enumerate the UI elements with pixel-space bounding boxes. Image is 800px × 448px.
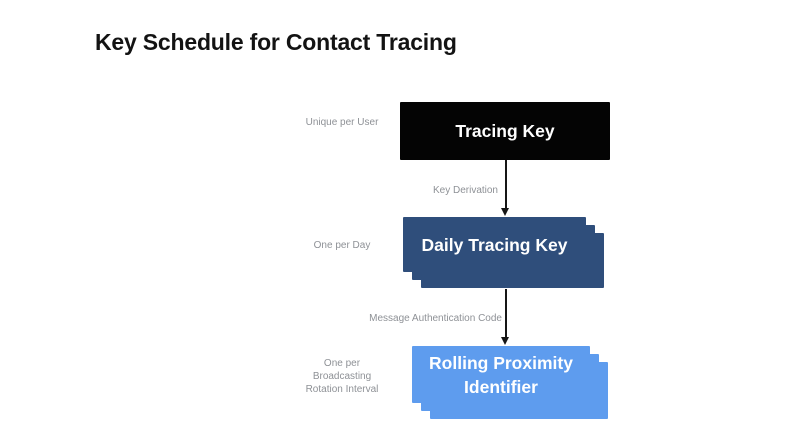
annotation-one-per-broadcasting-rotation-interval: One per Broadcasting Rotation Interval: [305, 358, 379, 395]
arrow-shaft: [505, 289, 507, 338]
node-daily-tracing-key-label: Daily Tracing Key: [421, 234, 568, 255]
annotation-unique-per-user: Unique per User: [305, 117, 379, 128]
arrow-down-icon: [501, 337, 509, 345]
node-tracing-key: Tracing Key: [400, 102, 610, 160]
page-title: Key Schedule for Contact Tracing: [95, 29, 457, 55]
node-rolling-proximity-identifier-label: Rolling Proximity Identifier: [429, 352, 573, 397]
node-tracing-key-label: Tracing Key: [455, 121, 555, 141]
stacked-card-front: Daily Tracing Key: [403, 217, 586, 272]
arrow-shaft: [505, 160, 507, 209]
arrow-down-icon: [501, 208, 509, 216]
node-rolling-proximity-identifier: Rolling Proximity Identifier: [412, 346, 608, 419]
edge-label-key-derivation: Key Derivation: [432, 185, 498, 196]
annotation-one-per-day: One per Day: [313, 240, 371, 251]
stacked-card-front: Rolling Proximity Identifier: [412, 346, 590, 403]
node-daily-tracing-key: Daily Tracing Key: [403, 217, 604, 288]
edge-label-message-authentication-code: Message Authentication Code: [369, 313, 502, 324]
